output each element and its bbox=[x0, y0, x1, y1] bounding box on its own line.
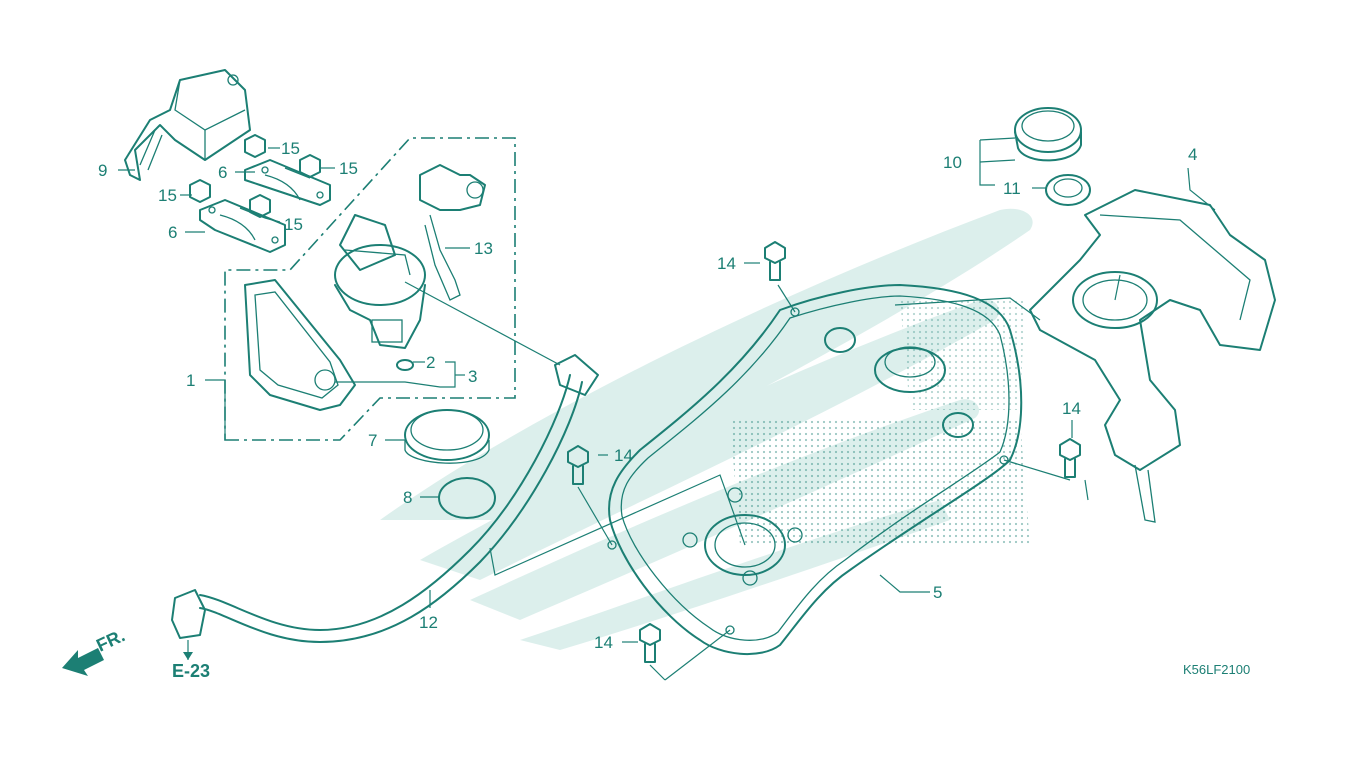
fuel-pump-assembly-boundary bbox=[224, 137, 516, 441]
washer-part bbox=[396, 359, 414, 371]
callout-15-a: 15 bbox=[281, 139, 300, 158]
callout-11: 11 bbox=[1003, 179, 1021, 198]
diagram-ref-code: K56LF2100 bbox=[1183, 662, 1250, 677]
fuel-sender-part bbox=[419, 164, 486, 301]
callout-6-lower: 6 bbox=[168, 223, 177, 242]
nut-part-a bbox=[244, 134, 266, 158]
cap-seal-part bbox=[1045, 174, 1091, 206]
callout-1: 1 bbox=[186, 371, 195, 390]
pump-gasket-plate-part bbox=[244, 279, 356, 411]
cross-ref-arrow-icon bbox=[183, 652, 193, 660]
fuel-cap-part bbox=[1014, 107, 1082, 162]
o-ring-part bbox=[438, 477, 496, 519]
callout-5: 5 bbox=[933, 583, 942, 602]
cross-reference-label: E-23 bbox=[172, 661, 210, 681]
callout-12: 12 bbox=[419, 613, 438, 632]
callout-13: 13 bbox=[474, 239, 493, 258]
nut-part-d bbox=[249, 194, 271, 218]
packing-ring-part bbox=[404, 409, 490, 464]
callout-4: 4 bbox=[1188, 145, 1197, 164]
bracket-upper-part bbox=[244, 159, 331, 206]
bolt-part-b bbox=[567, 445, 589, 485]
callout-9: 9 bbox=[98, 161, 107, 180]
front-direction-marker: FR. bbox=[62, 625, 128, 676]
callout-15-b: 15 bbox=[339, 159, 358, 178]
callout-14-right: 14 bbox=[1062, 399, 1081, 418]
callout-2: 2 bbox=[426, 353, 435, 372]
fuel-tank-part bbox=[607, 284, 1023, 656]
callout-3: 3 bbox=[468, 367, 477, 386]
bracket-lower-part bbox=[199, 199, 286, 253]
nut-part-c bbox=[189, 179, 211, 203]
callout-7: 7 bbox=[368, 431, 377, 450]
callout-15-d: 15 bbox=[284, 215, 303, 234]
bolt-part-a bbox=[764, 241, 786, 281]
front-arrow-icon bbox=[62, 648, 104, 676]
bolt-part-c bbox=[1059, 438, 1081, 478]
nut-part-b bbox=[299, 154, 321, 178]
filler-holder-part bbox=[1029, 189, 1276, 523]
callout-15-c: 15 bbox=[158, 186, 177, 205]
fuel-pump-cover-part bbox=[124, 69, 251, 181]
callout-14-top: 14 bbox=[717, 254, 736, 273]
callout-8: 8 bbox=[403, 488, 412, 507]
fuel-hose-part bbox=[171, 354, 599, 643]
leader-lines bbox=[118, 137, 1216, 681]
callout-14-bottom: 14 bbox=[594, 633, 613, 652]
callout-6-upper: 6 bbox=[218, 163, 227, 182]
callout-14-middle: 14 bbox=[614, 446, 633, 465]
bolt-part-d bbox=[639, 623, 661, 663]
callout-10: 10 bbox=[943, 153, 962, 172]
fuel-pump-part bbox=[334, 214, 426, 349]
